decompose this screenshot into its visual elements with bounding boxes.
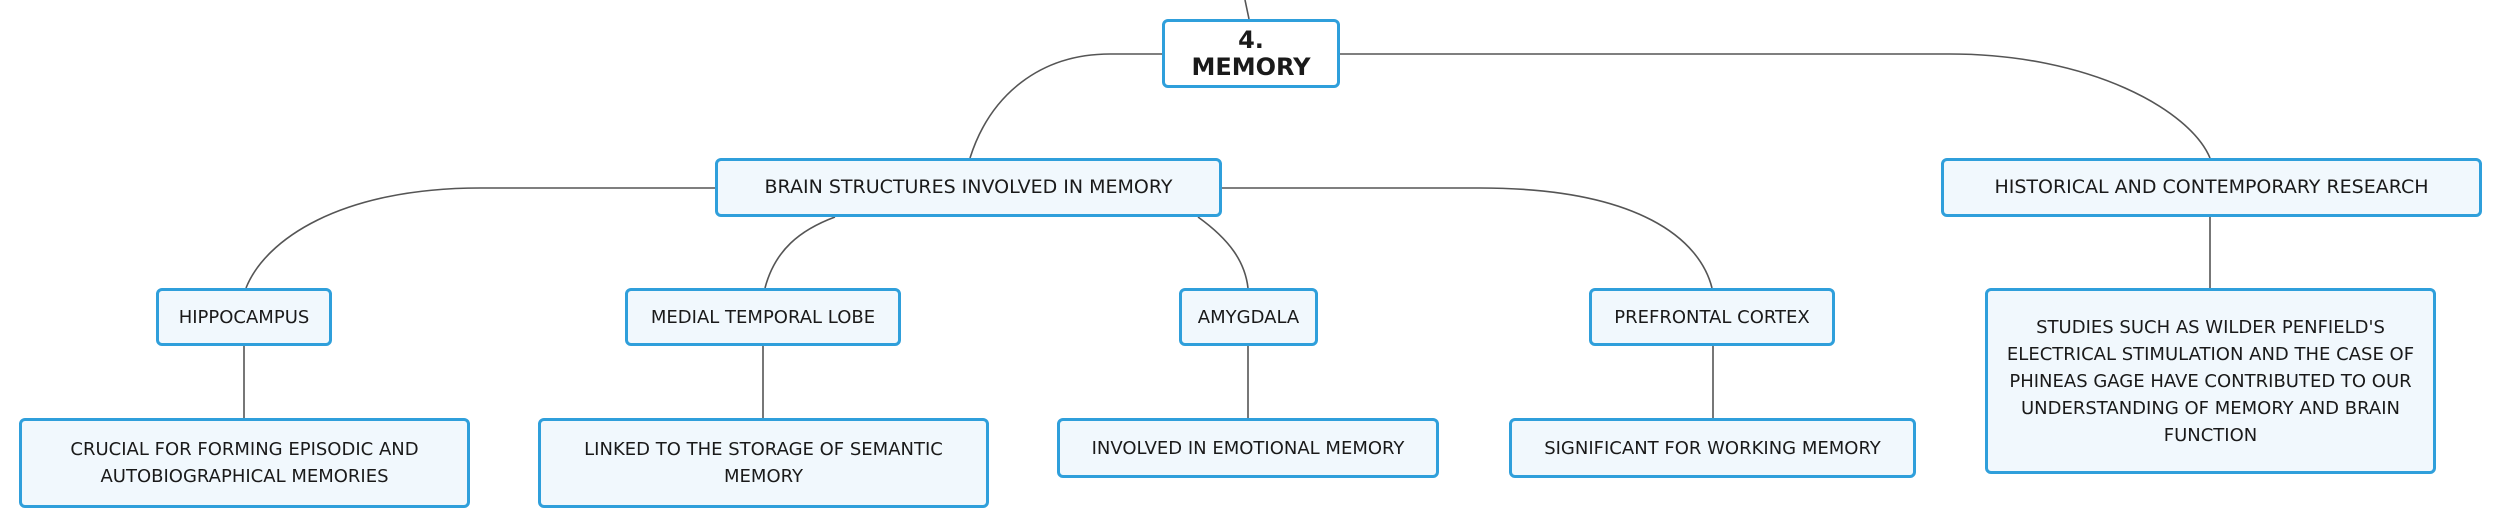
topic-prefrontal-cortex[interactable]: PREFRONTAL CORTEX xyxy=(1589,288,1835,346)
connector-root-to-brain-structures xyxy=(969,53,1162,159)
topic-hippocampus-label: HIPPOCAMPUS xyxy=(178,306,310,328)
topic-medial-temporal-lobe[interactable]: MEDIAL TEMPORAL LOBE xyxy=(625,288,901,346)
connector-brain-to-medial-temporal-lobe xyxy=(764,216,836,289)
topic-prefrontal-cortex-label: PREFRONTAL CORTEX xyxy=(1614,306,1810,328)
topic-research[interactable]: HISTORICAL AND CONTEMPORARY RESEARCH xyxy=(1941,158,2482,217)
detail-medial-temporal-lobe-text: LINKED TO THE STORAGE OF SEMANTIC MEMORY xyxy=(584,439,943,487)
topic-research-label: HISTORICAL AND CONTEMPORARY RESEARCH xyxy=(1994,176,2429,198)
detail-medial-temporal-lobe[interactable]: LINKED TO THE STORAGE OF SEMANTIC MEMORY xyxy=(538,418,989,508)
topic-medial-temporal-lobe-label: MEDIAL TEMPORAL LOBE xyxy=(650,306,876,328)
detail-research-text: STUDIES SUCH AS WILDER PENFIELD'S ELECTR… xyxy=(2006,316,2415,446)
topic-hippocampus[interactable]: HIPPOCAMPUS xyxy=(156,288,332,346)
detail-prefrontal-cortex[interactable]: SIGNIFICANT FOR WORKING MEMORY xyxy=(1509,418,1916,478)
detail-research[interactable]: STUDIES SUCH AS WILDER PENFIELD'S ELECTR… xyxy=(1985,288,2436,474)
topic-brain-structures[interactable]: BRAIN STRUCTURES INVOLVED IN MEMORY xyxy=(715,158,1222,217)
topic-brain-structures-label: BRAIN STRUCTURES INVOLVED IN MEMORY xyxy=(764,176,1173,198)
connector-brain-to-amygdala xyxy=(1197,216,1249,289)
connector-brain-to-hippocampus xyxy=(245,187,715,289)
root-topic-label: 4. MEMORY xyxy=(1191,25,1311,81)
connector-parent-to-root xyxy=(1244,0,1250,20)
detail-hippocampus-text: CRUCIAL FOR FORMING EPISODIC AND AUTOBIO… xyxy=(70,439,419,487)
detail-prefrontal-cortex-text: SIGNIFICANT FOR WORKING MEMORY xyxy=(1544,437,1881,459)
detail-amygdala[interactable]: INVOLVED IN EMOTIONAL MEMORY xyxy=(1057,418,1439,478)
root-topic-memory[interactable]: 4. MEMORY xyxy=(1162,19,1340,88)
detail-amygdala-text: INVOLVED IN EMOTIONAL MEMORY xyxy=(1091,437,1405,459)
topic-amygdala-label: AMYGDALA xyxy=(1197,306,1300,328)
connector-brain-to-prefrontal-cortex xyxy=(1222,187,1713,289)
topic-amygdala[interactable]: AMYGDALA xyxy=(1179,288,1318,346)
detail-hippocampus[interactable]: CRUCIAL FOR FORMING EPISODIC AND AUTOBIO… xyxy=(19,418,470,508)
connector-root-to-research xyxy=(1340,53,2211,159)
